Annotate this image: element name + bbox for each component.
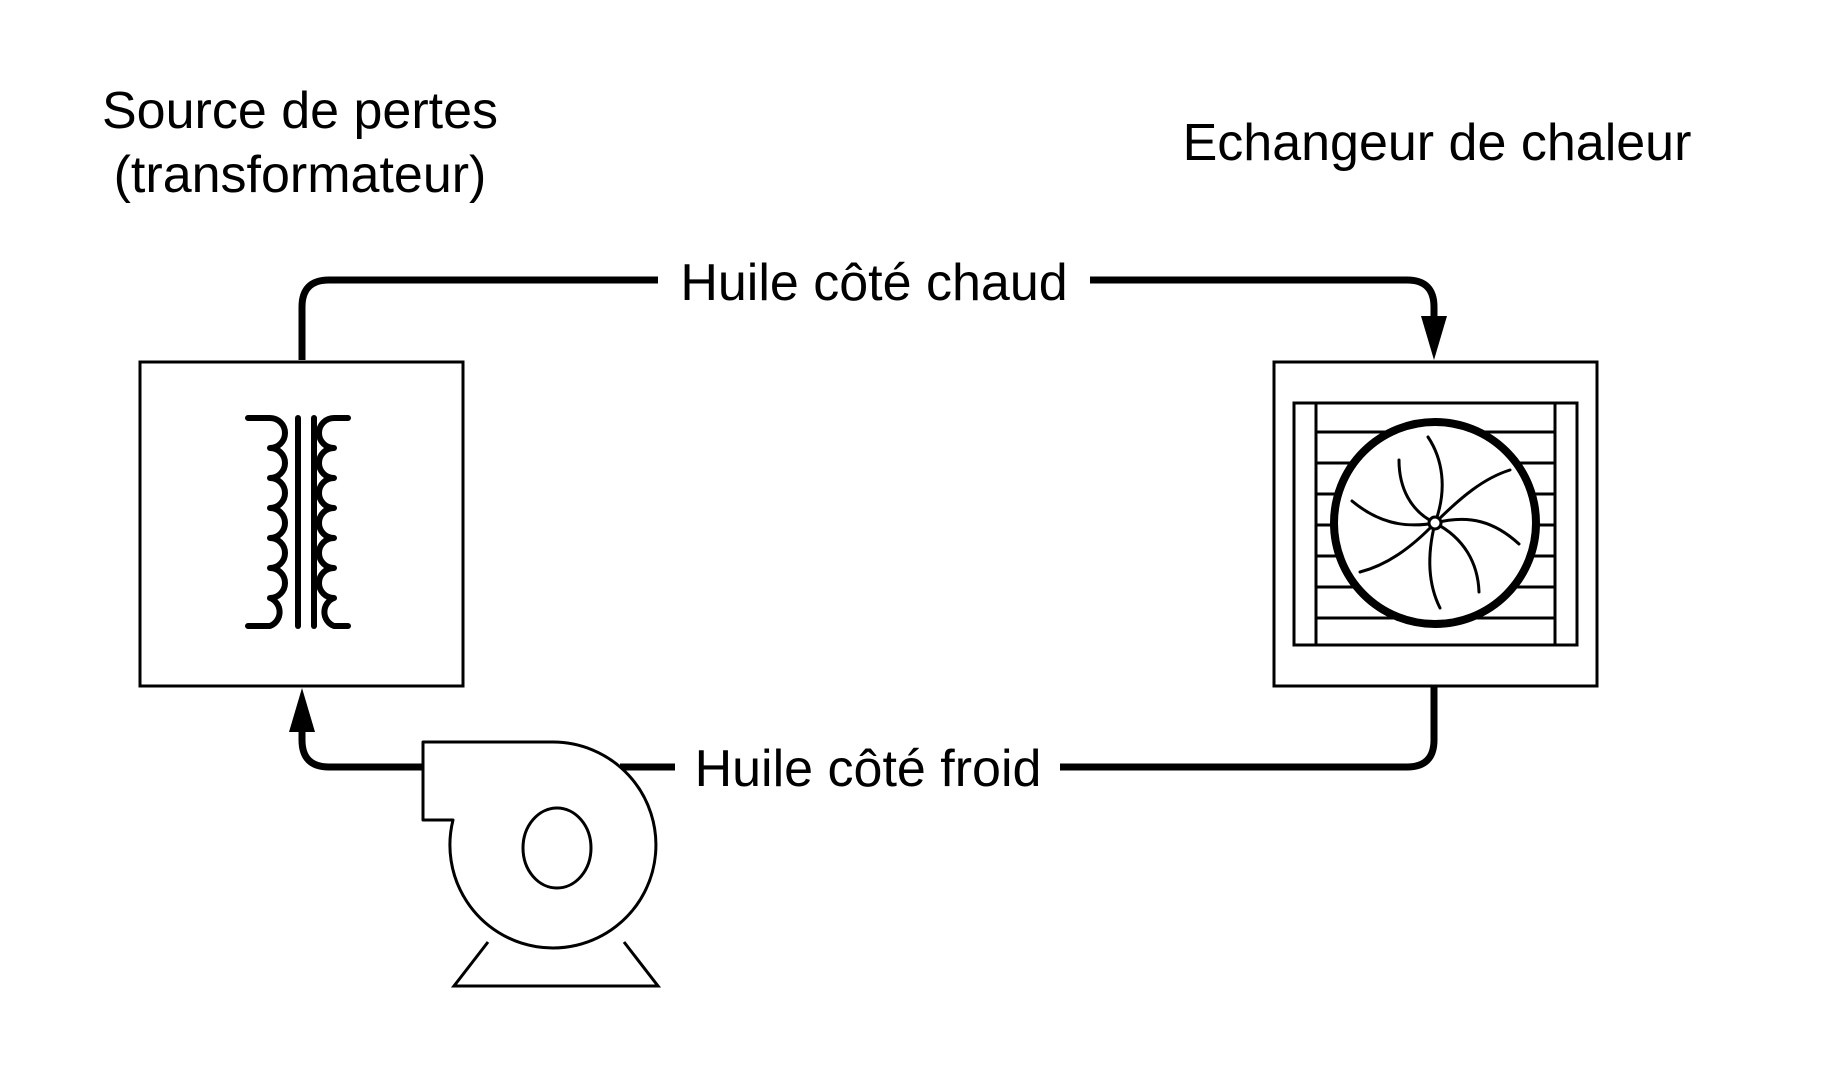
centrifugal-pump-icon [421,740,662,988]
exchanger-title: Echangeur de chaleur [1183,114,1692,172]
radiator-fan-icon [1292,401,1579,647]
transformer-block [138,360,465,688]
cold-oil-pipe [289,687,1438,771]
hot-oil-label: Huile côté chaud [680,254,1067,312]
cold-oil-arrowhead [289,688,315,732]
cold-oil-label: Huile côté froid [695,740,1042,798]
hot-oil-pipe [298,276,1447,360]
source-title-line2: (transformateur) [114,146,487,204]
hot-oil-arrowhead [1421,316,1447,360]
source-title-line1: Source de pertes [102,82,498,140]
heat-exchanger-block [1272,360,1599,688]
transformer-coil-icon [245,415,351,629]
